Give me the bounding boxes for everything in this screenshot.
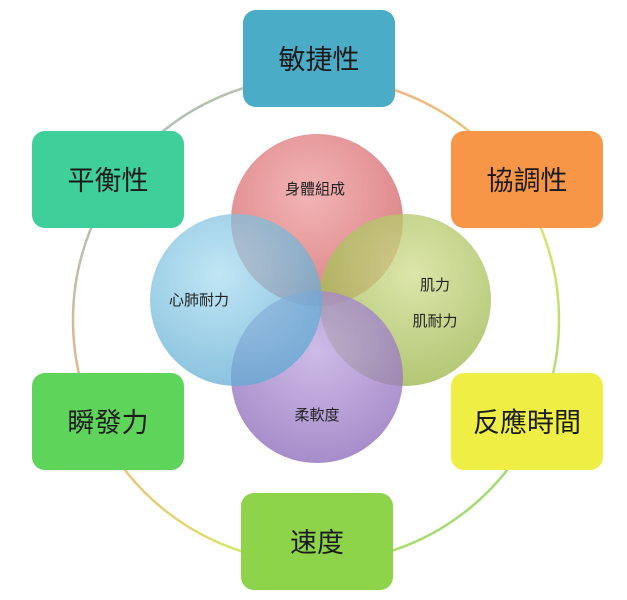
box-explosive-power-label: 瞬發力 — [68, 408, 149, 439]
box-speed-label: 速度 — [290, 528, 344, 559]
box-speed: 速度 — [241, 493, 393, 590]
box-reaction-time-label: 反應時間 — [473, 408, 581, 439]
box-explosive-power: 瞬發力 — [32, 373, 184, 470]
box-coordination-label: 協調性 — [487, 166, 568, 197]
label-flexibility: 柔軟度 — [294, 406, 339, 424]
box-agility: 敏捷性 — [243, 10, 395, 107]
label-cardio-endurance: 心肺耐力 — [169, 291, 229, 309]
box-balance-label: 平衡性 — [68, 166, 149, 197]
box-reaction-time: 反應時間 — [451, 373, 603, 470]
box-agility-label: 敏捷性 — [279, 45, 360, 76]
circle-group — [150, 134, 491, 463]
label-muscle-endurance: 肌耐力 — [412, 312, 457, 330]
box-balance: 平衡性 — [32, 131, 184, 228]
label-body-composition: 身體組成 — [285, 180, 345, 198]
circle-cardio-endurance — [150, 214, 322, 386]
label-muscle-strength: 肌力 — [420, 276, 450, 294]
box-coordination: 協調性 — [451, 131, 603, 228]
